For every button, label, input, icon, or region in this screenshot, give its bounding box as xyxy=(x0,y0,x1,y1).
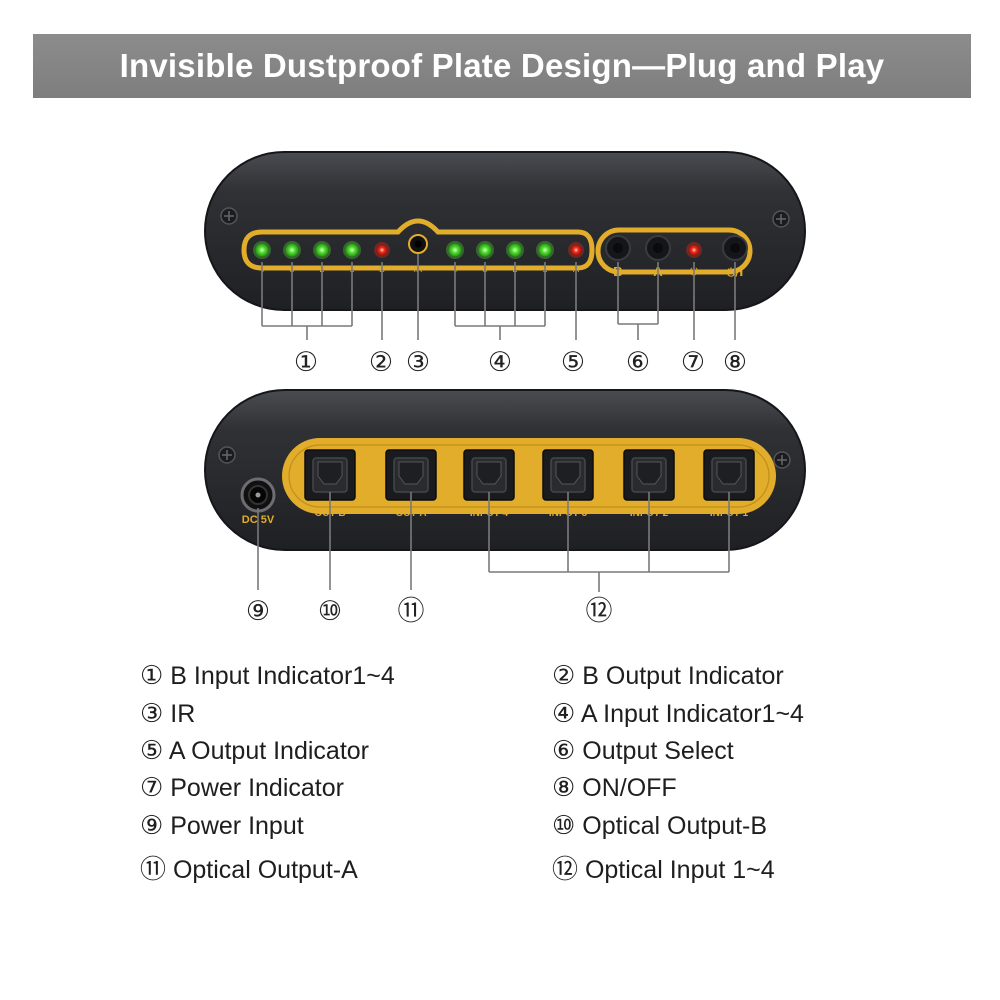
legend-item-3: ③ IR xyxy=(140,699,196,729)
power-button[interactable] xyxy=(722,235,748,261)
led-a-2 xyxy=(506,241,524,259)
led-b-1 xyxy=(343,241,361,259)
callout-4: ④ xyxy=(488,347,512,378)
legend-item-10: ⑩ Optical Output-B xyxy=(552,811,768,841)
port-input-2[interactable] xyxy=(623,449,675,501)
led-b-4 xyxy=(253,241,271,259)
legend-item-5: ⑤ A Output Indicator xyxy=(140,736,370,766)
legend-item-8: ⑧ ON/OFF xyxy=(552,773,677,803)
legend-item-6: ⑥ Output Select xyxy=(552,736,734,766)
front-panel: 4 3 2 1 B IR 4 3 2 1 A B A ⏻ ⏻/I xyxy=(204,151,806,311)
legend-item-11: ⑪ Optical Output-A xyxy=(140,855,358,885)
callout-8: ⑧ xyxy=(723,347,747,378)
led-b-output xyxy=(374,242,390,258)
device-diagram: 4 3 2 1 B IR 4 3 2 1 A B A ⏻ ⏻/I xyxy=(204,151,806,627)
front-callout-lines xyxy=(261,254,736,340)
ir-receiver-icon xyxy=(408,234,428,254)
callout-2: ② xyxy=(369,347,393,378)
output-select-b-button[interactable] xyxy=(605,235,631,261)
legend-item-9: ⑨ Power Input xyxy=(140,811,304,841)
led-b-2 xyxy=(313,241,331,259)
rear-port-plate xyxy=(282,438,776,514)
led-a-3 xyxy=(476,241,494,259)
rear-callout-lines xyxy=(257,492,730,592)
port-out-a[interactable] xyxy=(385,449,437,501)
led-a-1 xyxy=(536,241,554,259)
screw-icon xyxy=(218,446,236,464)
legend-item-1: ① B Input Indicator1~4 xyxy=(140,661,395,691)
led-b-3 xyxy=(283,241,301,259)
port-input-3[interactable] xyxy=(542,449,594,501)
front-control-plate xyxy=(595,227,753,275)
callout-9: ⑨ xyxy=(246,596,270,627)
callout-11: ⑪ xyxy=(398,596,425,627)
callout-7: ⑦ xyxy=(681,347,705,378)
rear-panel: DC 5V OUT-B OUT-A INPUT 4 INPUT 3 INPUT … xyxy=(204,389,806,551)
dc-power-jack[interactable] xyxy=(240,477,276,513)
port-out-b[interactable] xyxy=(304,449,356,501)
led-power xyxy=(686,242,702,258)
output-select-a-button[interactable] xyxy=(645,235,671,261)
title-banner: Invisible Dustproof Plate Design—Plug an… xyxy=(33,34,971,98)
led-a-output xyxy=(568,242,584,258)
led-a-4 xyxy=(446,241,464,259)
front-indicator-plate xyxy=(241,218,595,271)
legend-item-7: ⑦ Power Indicator xyxy=(140,773,344,803)
callout-6: ⑥ xyxy=(626,347,650,378)
banner-title: Invisible Dustproof Plate Design—Plug an… xyxy=(119,47,885,84)
callout-3: ③ xyxy=(406,347,430,378)
screw-icon xyxy=(772,210,790,228)
legend-item-4: ④ A Input Indicator1~4 xyxy=(552,699,804,729)
port-input-4[interactable] xyxy=(463,449,515,501)
callout-10: ⑩ xyxy=(318,596,342,627)
callout-5: ⑤ xyxy=(561,347,585,378)
callout-1: ① xyxy=(294,347,318,378)
screw-icon xyxy=(773,451,791,469)
legend-item-12: ⑫ Optical Input 1~4 xyxy=(552,855,775,885)
screw-icon xyxy=(220,207,238,225)
callout-12: ⑫ xyxy=(586,596,613,627)
legend-item-2: ② B Output Indicator xyxy=(552,661,784,691)
